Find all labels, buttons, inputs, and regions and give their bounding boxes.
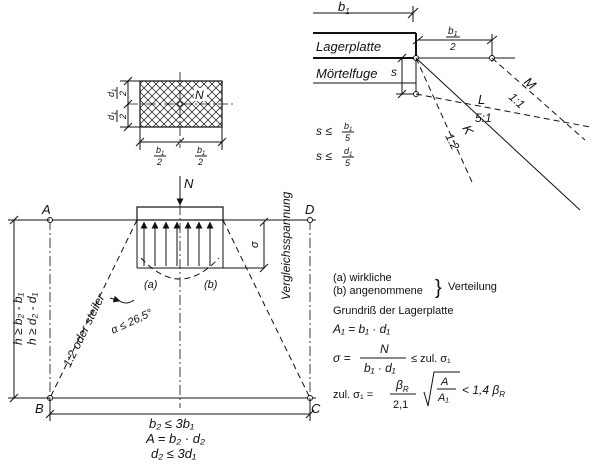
A-equation: A = b₂ · d₂	[145, 431, 205, 446]
condition-s-d1: s ≤ d1 5	[316, 146, 354, 168]
svg-text:(a): (a)	[144, 279, 158, 291]
condition-s-b1: s ≤ b1 5	[316, 121, 354, 143]
alpha-label: α ≤ 26,5°	[109, 307, 155, 337]
b1-half-label: b1	[448, 26, 458, 38]
h-condition-1: h ≥ b₂ - b₁	[11, 292, 25, 345]
legend-verteilung: Verteilung	[448, 281, 497, 293]
svg-text:5: 5	[345, 158, 351, 168]
point-C: C	[311, 401, 321, 416]
point-B: B	[35, 401, 44, 416]
vergleichsspannung-label: Vergleichsspannung	[279, 191, 293, 300]
zul-sigma-equation: zul. σ₁ = βR 2,1 A A₁ < 1,4 βR	[333, 371, 505, 411]
svg-text:zul. σ₁ =: zul. σ₁ =	[333, 389, 373, 401]
moertelfuge-label: Mörtelfuge	[316, 66, 377, 81]
svg-text:s ≤: s ≤	[316, 124, 332, 138]
svg-text:}: }	[435, 277, 442, 299]
b1-label: b1	[338, 0, 350, 16]
svg-text:2: 2	[197, 157, 203, 167]
spread-line-right	[222, 219, 311, 399]
svg-text:M: M	[521, 74, 539, 93]
plan-N-label: N	[195, 88, 204, 102]
svg-text:2: 2	[118, 114, 128, 120]
line-M	[491, 57, 586, 141]
line-L	[415, 57, 581, 211]
svg-text:s ≤: s ≤	[316, 149, 332, 163]
svg-text:2,1: 2,1	[393, 399, 408, 411]
point-A: A	[41, 202, 51, 217]
svg-text:b1: b1	[197, 145, 205, 157]
svg-text:(b): (b)	[204, 279, 218, 291]
svg-text:σ: σ	[249, 241, 261, 248]
svg-text:5: 5	[345, 133, 351, 143]
plan-view: N d1 2 d1 2 b1 2 b1 2	[106, 72, 236, 167]
d2-condition: d₂ ≤ 3d₁	[151, 446, 196, 461]
s-label: s	[391, 65, 397, 79]
svg-text:≤ zul. σ₁: ≤ zul. σ₁	[411, 353, 451, 365]
svg-text:b₁ · d₁: b₁ · d₁	[364, 361, 396, 375]
legend: (a) wirkliche (b) angenommene } Verteilu…	[332, 272, 505, 411]
svg-text:L: L	[478, 92, 485, 107]
svg-text:βR: βR	[395, 378, 409, 394]
svg-text:5:1: 5:1	[475, 111, 492, 125]
svg-text:N: N	[380, 342, 389, 356]
svg-text:2: 2	[118, 91, 128, 97]
svg-text:b1: b1	[156, 145, 164, 157]
main-elevation: N (a) (b) σ Vergleichsspannung	[8, 176, 321, 461]
A1-equation: A₁ = b₁ · d₁	[332, 322, 390, 336]
svg-text:σ =: σ =	[333, 351, 351, 365]
svg-text:b1: b1	[344, 121, 352, 133]
svg-text:d1: d1	[344, 146, 352, 158]
line-K	[415, 57, 473, 183]
sigma-equation: σ = N b₁ · d₁ ≤ zul. σ₁	[333, 342, 451, 375]
svg-text:K: K	[459, 123, 477, 139]
spread-line-left	[49, 219, 138, 399]
svg-text:2: 2	[449, 42, 456, 53]
main-N-label: N	[184, 176, 194, 191]
legend-a: (a) wirkliche	[333, 272, 392, 284]
svg-text:1:1: 1:1	[506, 90, 528, 112]
svg-text:A₁: A₁	[437, 392, 449, 404]
lagerplatte-label: Lagerplatte	[316, 39, 381, 54]
svg-text:A: A	[440, 376, 448, 388]
point-D: D	[305, 202, 314, 217]
stress-arrows	[140, 221, 214, 266]
svg-text:2: 2	[156, 157, 162, 167]
svg-text:1:2: 1:2	[442, 131, 462, 153]
legend-b: (b) angenommene	[333, 285, 423, 297]
h-condition-2: h ≥ d₂ - d₁	[25, 292, 39, 345]
svg-text:d1: d1	[106, 89, 118, 97]
svg-text:< 1,4 βR: < 1,4 βR	[462, 383, 505, 399]
bearing-detail: b1 Lagerplatte Mörtelfuge s b1 2 M	[313, 0, 591, 211]
b2-condition: b₂ ≤ 3b₁	[149, 416, 194, 431]
slope-label: 1:2 oder steiler	[60, 291, 108, 369]
svg-text:d1: d1	[106, 112, 118, 120]
line-L-dashed	[415, 93, 591, 128]
grundriss-label: Grundriß der Lagerplatte	[333, 305, 453, 317]
sqrt-sign	[423, 371, 460, 407]
